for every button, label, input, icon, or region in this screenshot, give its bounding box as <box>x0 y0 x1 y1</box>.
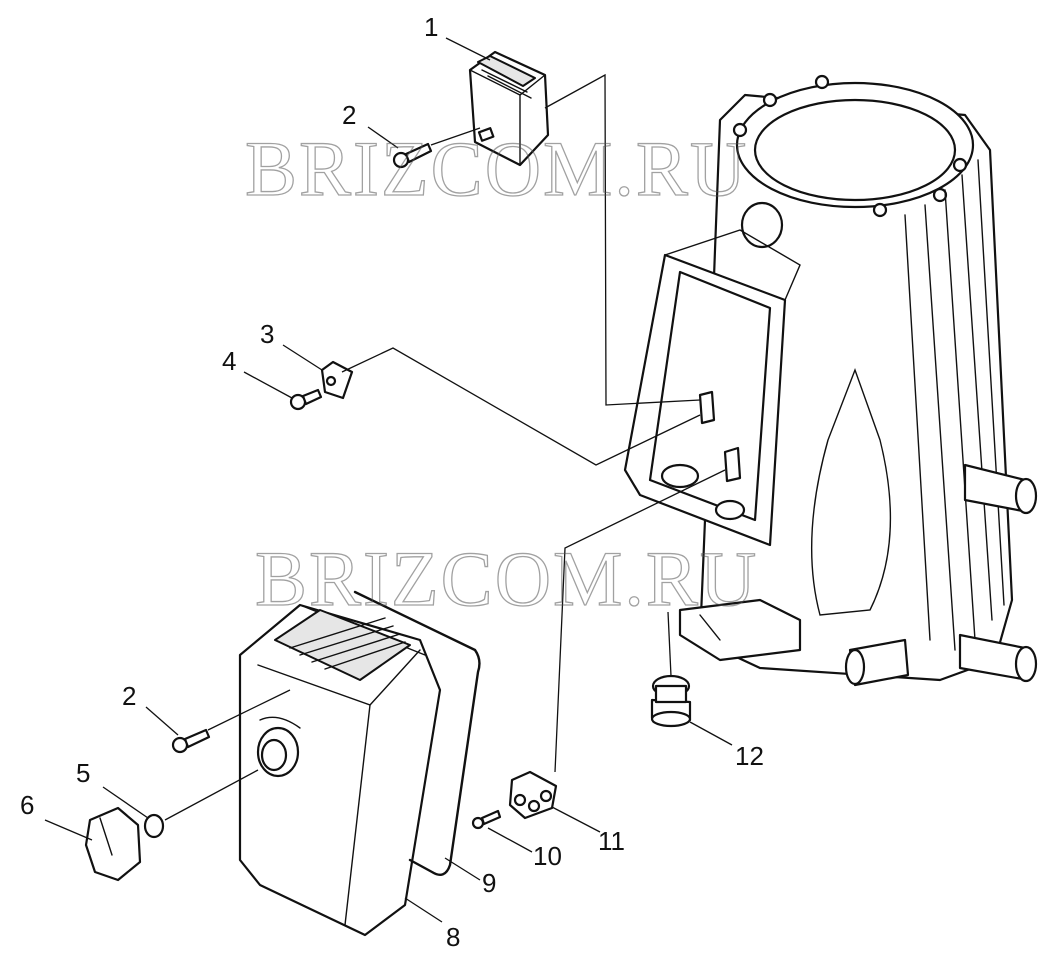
callout-leaders <box>44 37 733 923</box>
capacitor-part-1 <box>468 50 550 167</box>
clip-part-3 <box>320 360 354 400</box>
terminal-box-frame <box>623 229 801 547</box>
callout-2-lower: 2 <box>122 681 136 711</box>
motor-housing <box>678 74 1038 687</box>
callout-1: 1 <box>424 12 438 42</box>
callout-2-top: 2 <box>342 100 356 130</box>
screw-part-2-lower <box>171 728 211 754</box>
callout-6: 6 <box>20 790 34 820</box>
callout-10: 10 <box>533 841 562 871</box>
terminal-block-part-11 <box>508 770 558 820</box>
screw-part-10 <box>471 809 502 830</box>
screw-part-4 <box>289 388 323 411</box>
callout-8: 8 <box>446 922 460 952</box>
callout-3: 3 <box>260 319 274 349</box>
watermark-bottom: BRIZCOM.RU <box>255 535 758 622</box>
callout-9: 9 <box>482 868 496 898</box>
callout-11: 11 <box>598 826 625 856</box>
knob-part-6 <box>84 806 142 882</box>
gasket-part-9 <box>353 590 481 876</box>
plug-part-12 <box>650 674 692 728</box>
callout-4: 4 <box>222 346 236 376</box>
o-ring-part-5 <box>143 813 165 839</box>
callout-12: 12 <box>735 741 764 771</box>
watermark-top: BRIZCOM.RU <box>245 125 748 212</box>
callout-5: 5 <box>76 758 90 788</box>
assembly-guide-lines <box>164 73 726 821</box>
cover-part-8 <box>238 603 442 937</box>
screw-part-2-top <box>392 142 433 169</box>
